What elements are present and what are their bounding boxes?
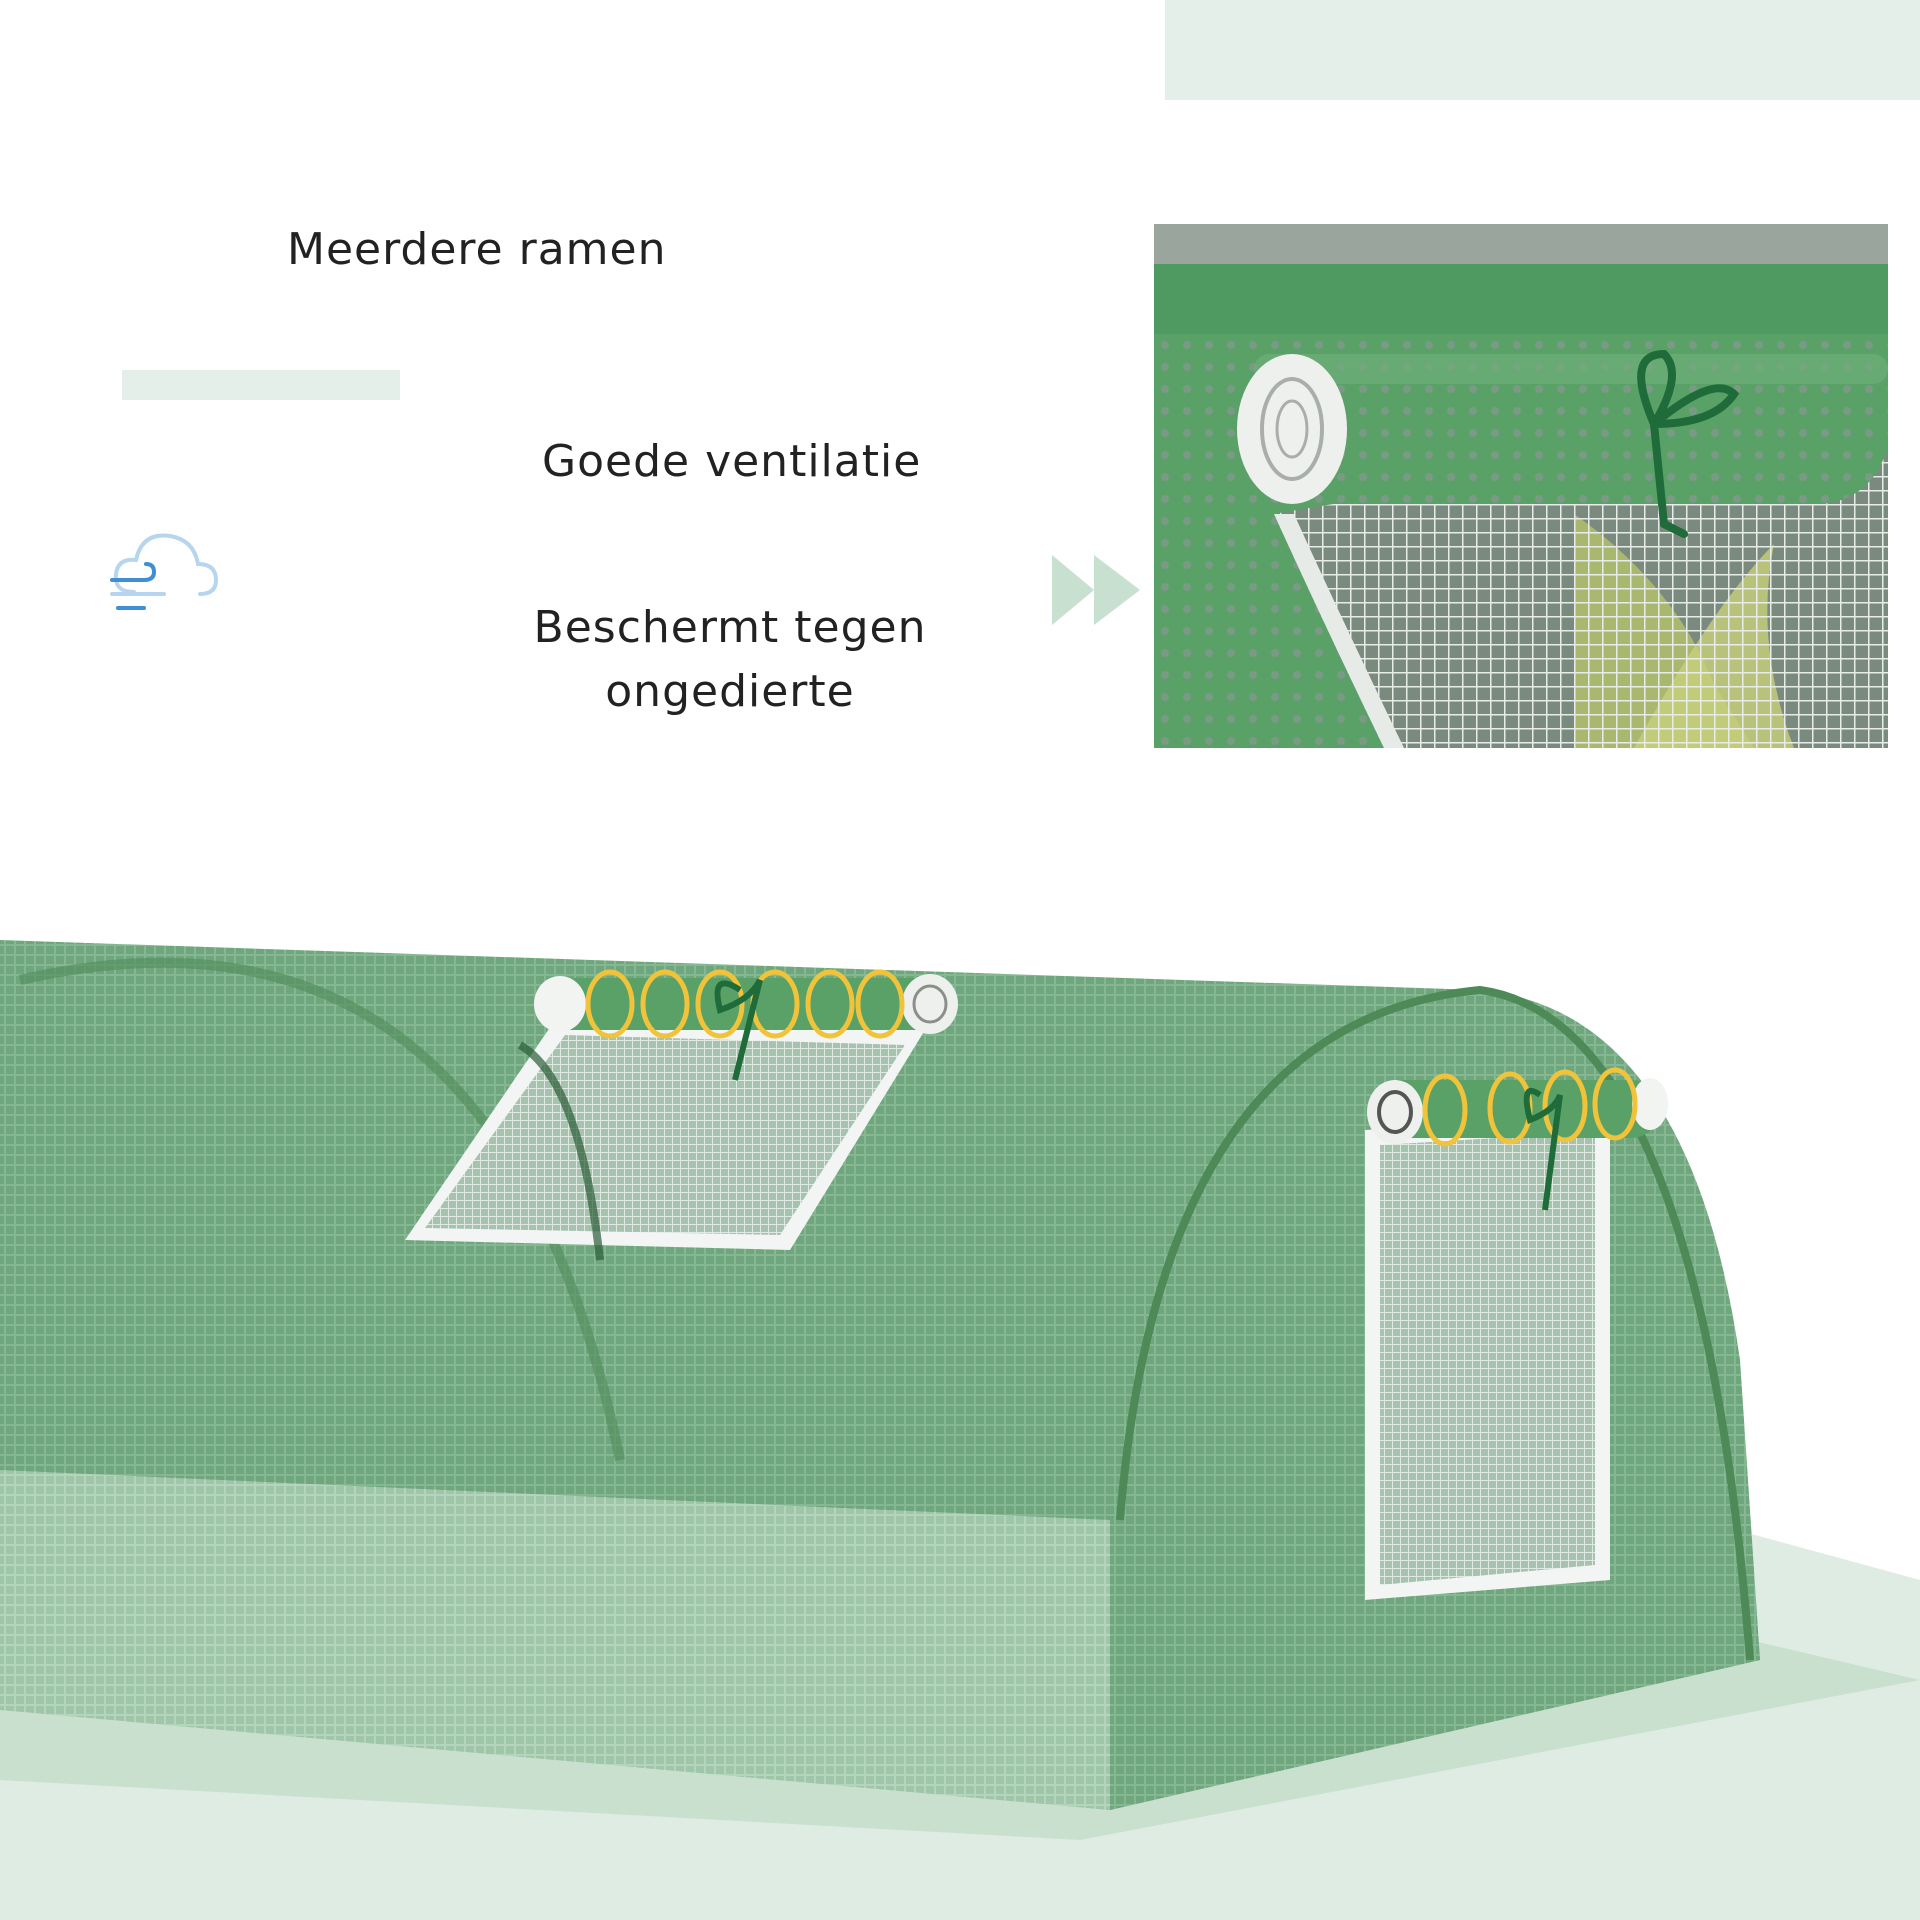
top-right-accent-bar: [1165, 0, 1920, 100]
feature-pest-protection: Beschermt tegen ongedierte: [470, 596, 990, 724]
window-closeup-image: [1154, 224, 1888, 748]
feature-pest-protection-line2: ongedierte: [605, 666, 855, 717]
feature-good-ventilation: Goede ventilatie: [542, 436, 922, 487]
short-accent-bar: [122, 370, 400, 400]
feature-pest-protection-line1: Beschermt tegen: [533, 602, 927, 653]
greenhouse-tunnel-image: [0, 940, 1920, 1920]
wind-cloud-icon: [110, 533, 219, 610]
feature-multiple-windows: Meerdere ramen: [287, 224, 667, 275]
double-chevron-right-icon: [1052, 555, 1140, 625]
